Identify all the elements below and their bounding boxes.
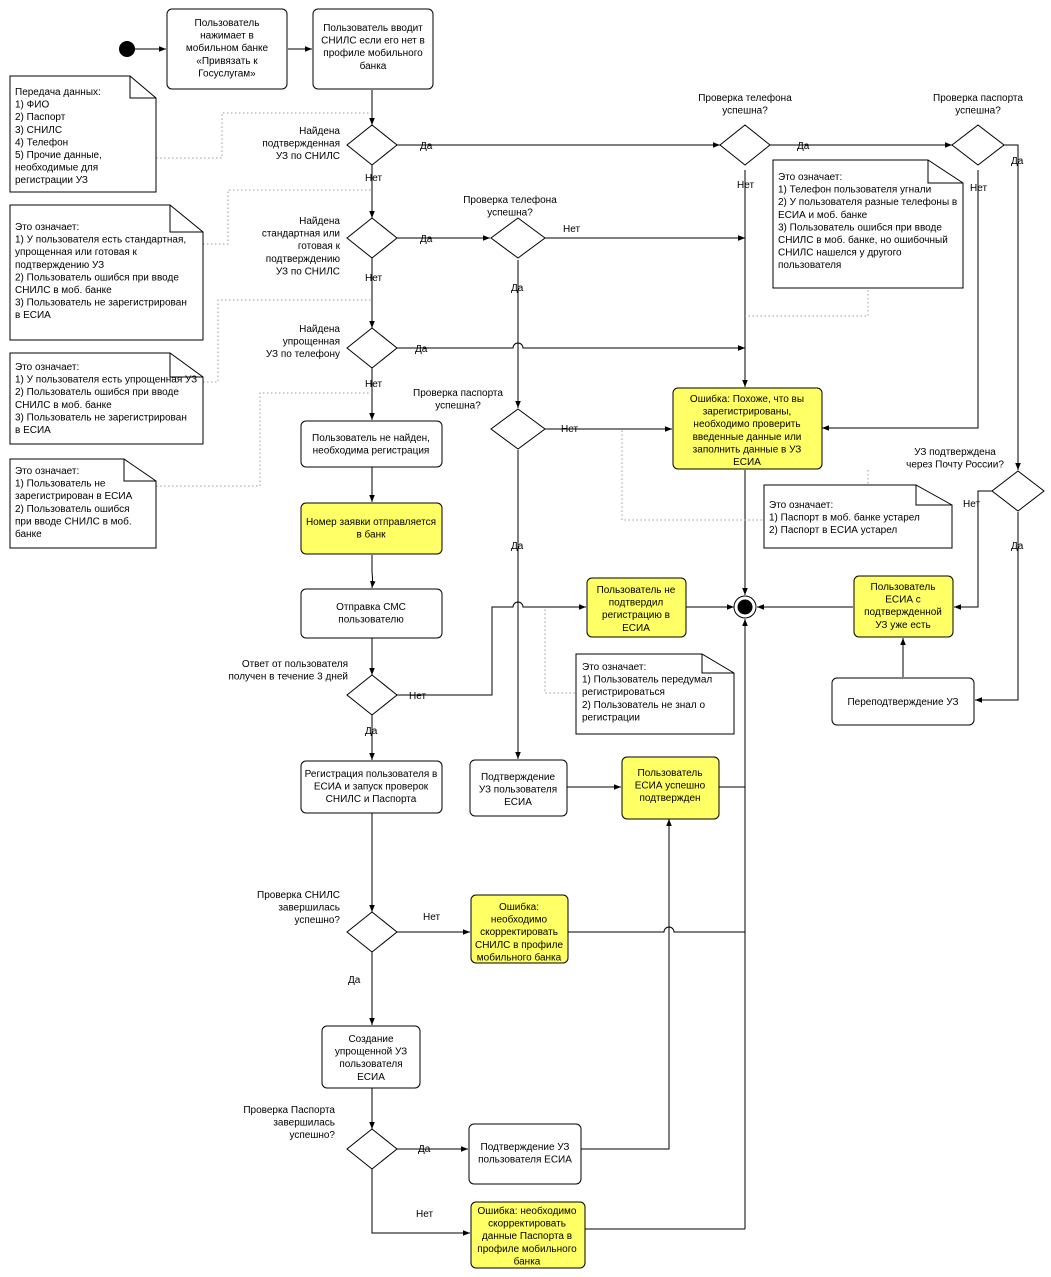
connectors bbox=[134, 46, 1021, 1236]
diamond-standard-snils bbox=[346, 217, 398, 259]
diamond-sms-reply bbox=[346, 674, 398, 716]
branch-no-d9: Нет bbox=[409, 691, 426, 702]
diamond-simplified-phone bbox=[346, 327, 398, 369]
process-boxes bbox=[166, 8, 975, 1269]
box-press-link bbox=[166, 8, 288, 90]
branch-yes-d9: Да bbox=[365, 726, 378, 737]
branch-yes-d5: Да bbox=[1011, 156, 1024, 167]
branch-no-d11: Нет bbox=[416, 1209, 433, 1220]
start-node bbox=[119, 41, 135, 57]
box-reconfirm bbox=[831, 677, 975, 726]
branch-yes-d4: Да bbox=[797, 141, 810, 152]
diamond-passport-check-2 bbox=[490, 408, 546, 450]
branch-yes-d11: Да bbox=[418, 1144, 431, 1155]
note-meaning-1 bbox=[9, 204, 204, 341]
diamond-passport-check-1 bbox=[951, 124, 1005, 166]
box-text-reconfirm: Переподтверждение УЗ bbox=[847, 697, 958, 708]
box-application-sent bbox=[300, 502, 443, 555]
branch-yes-d1: Да bbox=[420, 141, 433, 152]
branch-no-d1: Нет bbox=[365, 173, 382, 184]
branch-no-d5: Нет bbox=[970, 183, 987, 194]
box-enter-snils bbox=[312, 8, 434, 90]
branch-no-d7: Нет bbox=[561, 424, 578, 435]
note-text-meaning-2: Это означает:1) У пользователя есть упро… bbox=[15, 362, 197, 436]
box-send-sms bbox=[300, 588, 443, 639]
box-text-user-not-found: Пользователь не найден,необходима регист… bbox=[312, 433, 430, 457]
branch-yes-d3: Да bbox=[415, 344, 428, 355]
branch-no-d2: Нет bbox=[365, 273, 382, 284]
box-user-confirmed bbox=[621, 756, 720, 820]
annotation-links bbox=[156, 112, 869, 694]
diamond-passport-check-3 bbox=[346, 1128, 398, 1170]
note-meaning-phone bbox=[772, 159, 964, 289]
note-meaning-2 bbox=[9, 352, 204, 445]
branch-yes-d7: Да bbox=[511, 541, 524, 552]
diamond-phone-check-2 bbox=[490, 217, 546, 259]
box-confirm-account-2 bbox=[468, 1123, 582, 1185]
box-error-snils bbox=[470, 894, 569, 964]
note-meaning-sms bbox=[575, 653, 735, 735]
note-meaning-passport bbox=[763, 484, 953, 549]
notes bbox=[9, 75, 964, 735]
branch-no-d10: Нет bbox=[423, 912, 440, 923]
diamond-post-confirmed bbox=[991, 470, 1045, 512]
branch-yes-d6: Да bbox=[511, 283, 524, 294]
note-data-transfer bbox=[9, 75, 157, 193]
box-user-not-found bbox=[300, 420, 443, 468]
note-text-meaning-phone: Это означает:1) Телефон пользователя угн… bbox=[778, 172, 957, 271]
box-confirm-account bbox=[469, 759, 568, 817]
branch-no-d4: Нет bbox=[737, 180, 754, 191]
branch-no-d6: Нет bbox=[563, 224, 580, 235]
decision-diamonds bbox=[346, 124, 1045, 1170]
diamond-confirmed-snils bbox=[346, 124, 398, 166]
box-create-simplified bbox=[321, 1025, 421, 1089]
branch-yes-d8: Да bbox=[1011, 541, 1024, 552]
branch-yes-d2: Да bbox=[420, 234, 433, 245]
box-register-user bbox=[300, 760, 443, 814]
box-confirmed-exists bbox=[853, 575, 954, 638]
diamond-snils-check bbox=[346, 911, 398, 953]
box-user-not-confirmed bbox=[586, 577, 687, 638]
note-meaning-3 bbox=[9, 458, 157, 549]
diamond-phone-check-1 bbox=[719, 124, 771, 166]
branch-no-d3: Нет bbox=[365, 379, 382, 390]
end-node bbox=[733, 595, 757, 619]
branch-yes-d10: Да bbox=[348, 975, 361, 986]
note-text-meaning-passport: Это означает:1) Паспорт в моб. банке уст… bbox=[769, 500, 920, 536]
box-error-passport bbox=[470, 1201, 586, 1269]
branch-no-d8: Нет bbox=[963, 499, 980, 510]
box-error-registered bbox=[672, 387, 823, 470]
note-text-meaning-1: Это означает:1) У пользователя есть стан… bbox=[15, 222, 187, 321]
